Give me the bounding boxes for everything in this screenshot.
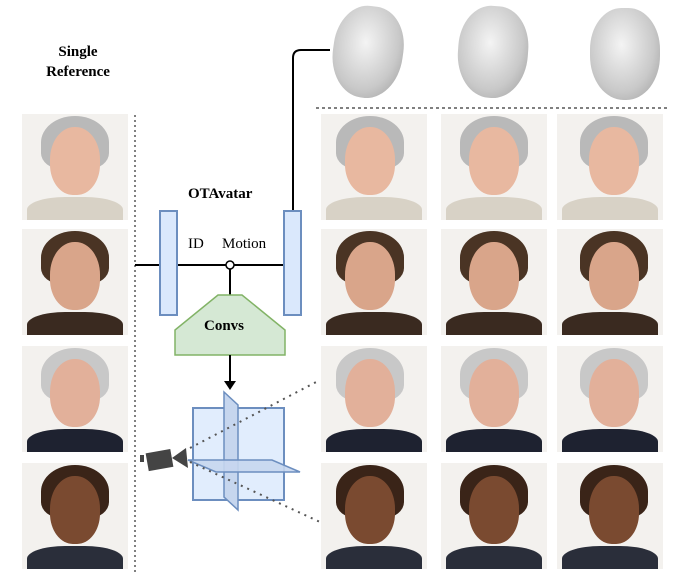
reference-face-image [22, 346, 128, 452]
generated-face-image [441, 114, 547, 220]
convs-label: Convs [204, 318, 245, 334]
view-ray-bottom [189, 461, 321, 523]
single-reference-title: Single Reference [46, 44, 110, 80]
generated-face-image [321, 463, 427, 569]
face-mesh-3 [590, 8, 660, 100]
motion-label: Motion [222, 236, 267, 252]
generated-face-image [321, 346, 427, 452]
reference-face-image [22, 114, 128, 220]
generated-face-image [557, 114, 663, 220]
mesh-connector-line [292, 49, 330, 210]
id-label: ID [188, 236, 204, 252]
reference-face-image [22, 229, 128, 335]
generated-face-image [557, 346, 663, 452]
camera-icon [140, 448, 188, 472]
arrow-head-icon [224, 381, 236, 390]
latent-split-node [225, 260, 235, 270]
generated-face-image [321, 229, 427, 335]
generated-face-image [557, 229, 663, 335]
generated-face-image [321, 114, 427, 220]
generated-face-image [557, 463, 663, 569]
encoder-bar [159, 210, 178, 316]
convs-block [174, 294, 286, 356]
generated-face-image [441, 229, 547, 335]
generated-face-image [441, 463, 547, 569]
generated-face-image [441, 346, 547, 452]
tri-plane-icon [187, 390, 301, 512]
decoder-bar [283, 210, 302, 316]
model-name-label: OTAvatar [188, 186, 253, 202]
reference-face-image [22, 463, 128, 569]
